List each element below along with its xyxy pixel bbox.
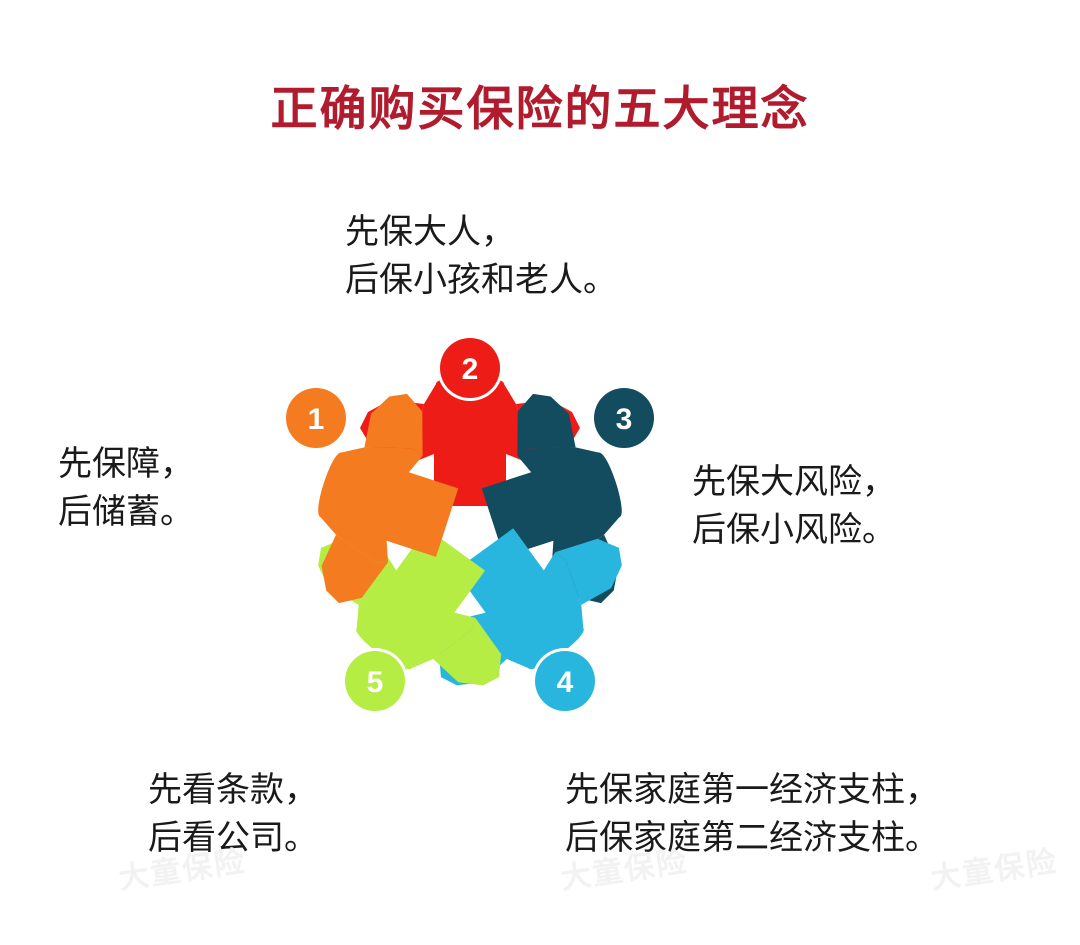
caption-line-2: 后保小孩和老人。 [345, 261, 617, 300]
badge-number-2: 2 [462, 353, 479, 386]
badge-number-4: 4 [557, 666, 574, 699]
watermark-right: 大童保险 [928, 845, 1061, 896]
caption-principle-2: 先保大人， 后保小孩和老人。 [345, 208, 617, 305]
figure-principle-5[interactable]: 5 [290, 484, 545, 719]
figure-principle-3[interactable]: 3 [458, 377, 657, 628]
figure-principle-1[interactable]: 1 [283, 377, 482, 628]
badge-number-5: 5 [367, 666, 384, 699]
badge-number-1: 1 [308, 403, 325, 436]
people-ring-diagram: 2 3 4 [240, 300, 700, 760]
badge-circle-3 [594, 388, 654, 448]
caption-line-1: 先保大人， [345, 213, 515, 251]
badge-circle-4 [535, 651, 595, 711]
badge-circle-5 [345, 651, 405, 711]
caption-line-1: 先保大风险， [692, 463, 896, 501]
caption-line-1: 先保障， [58, 445, 194, 483]
caption-line-2: 后储蓄。 [58, 493, 194, 532]
caption-principle-5: 先看条款， 后看公司。 [148, 766, 318, 863]
caption-principle-4: 先保家庭第一经济支柱， 后保家庭第二经济支柱。 [565, 766, 939, 863]
page-title: 正确购买保险的五大理念 [270, 82, 810, 135]
caption-line-1: 先看条款， [148, 771, 318, 809]
caption-line-1: 先保家庭第一经济支柱， [565, 771, 939, 809]
caption-line-2: 后看公司。 [148, 819, 318, 858]
badge-number-3: 3 [616, 403, 633, 436]
caption-principle-1: 先保障， 后储蓄。 [58, 440, 194, 537]
caption-line-2: 后保小风险。 [692, 511, 896, 550]
caption-line-2: 后保家庭第二经济支柱。 [565, 819, 939, 858]
caption-principle-3: 先保大风险， 后保小风险。 [692, 458, 896, 555]
watermark-left: 大童保险 [116, 845, 249, 896]
badge-circle-2 [440, 338, 500, 398]
badge-circle-1 [286, 388, 346, 448]
figure-principle-2[interactable]: 2 [360, 335, 580, 506]
figure-principle-4[interactable]: 4 [395, 484, 650, 719]
